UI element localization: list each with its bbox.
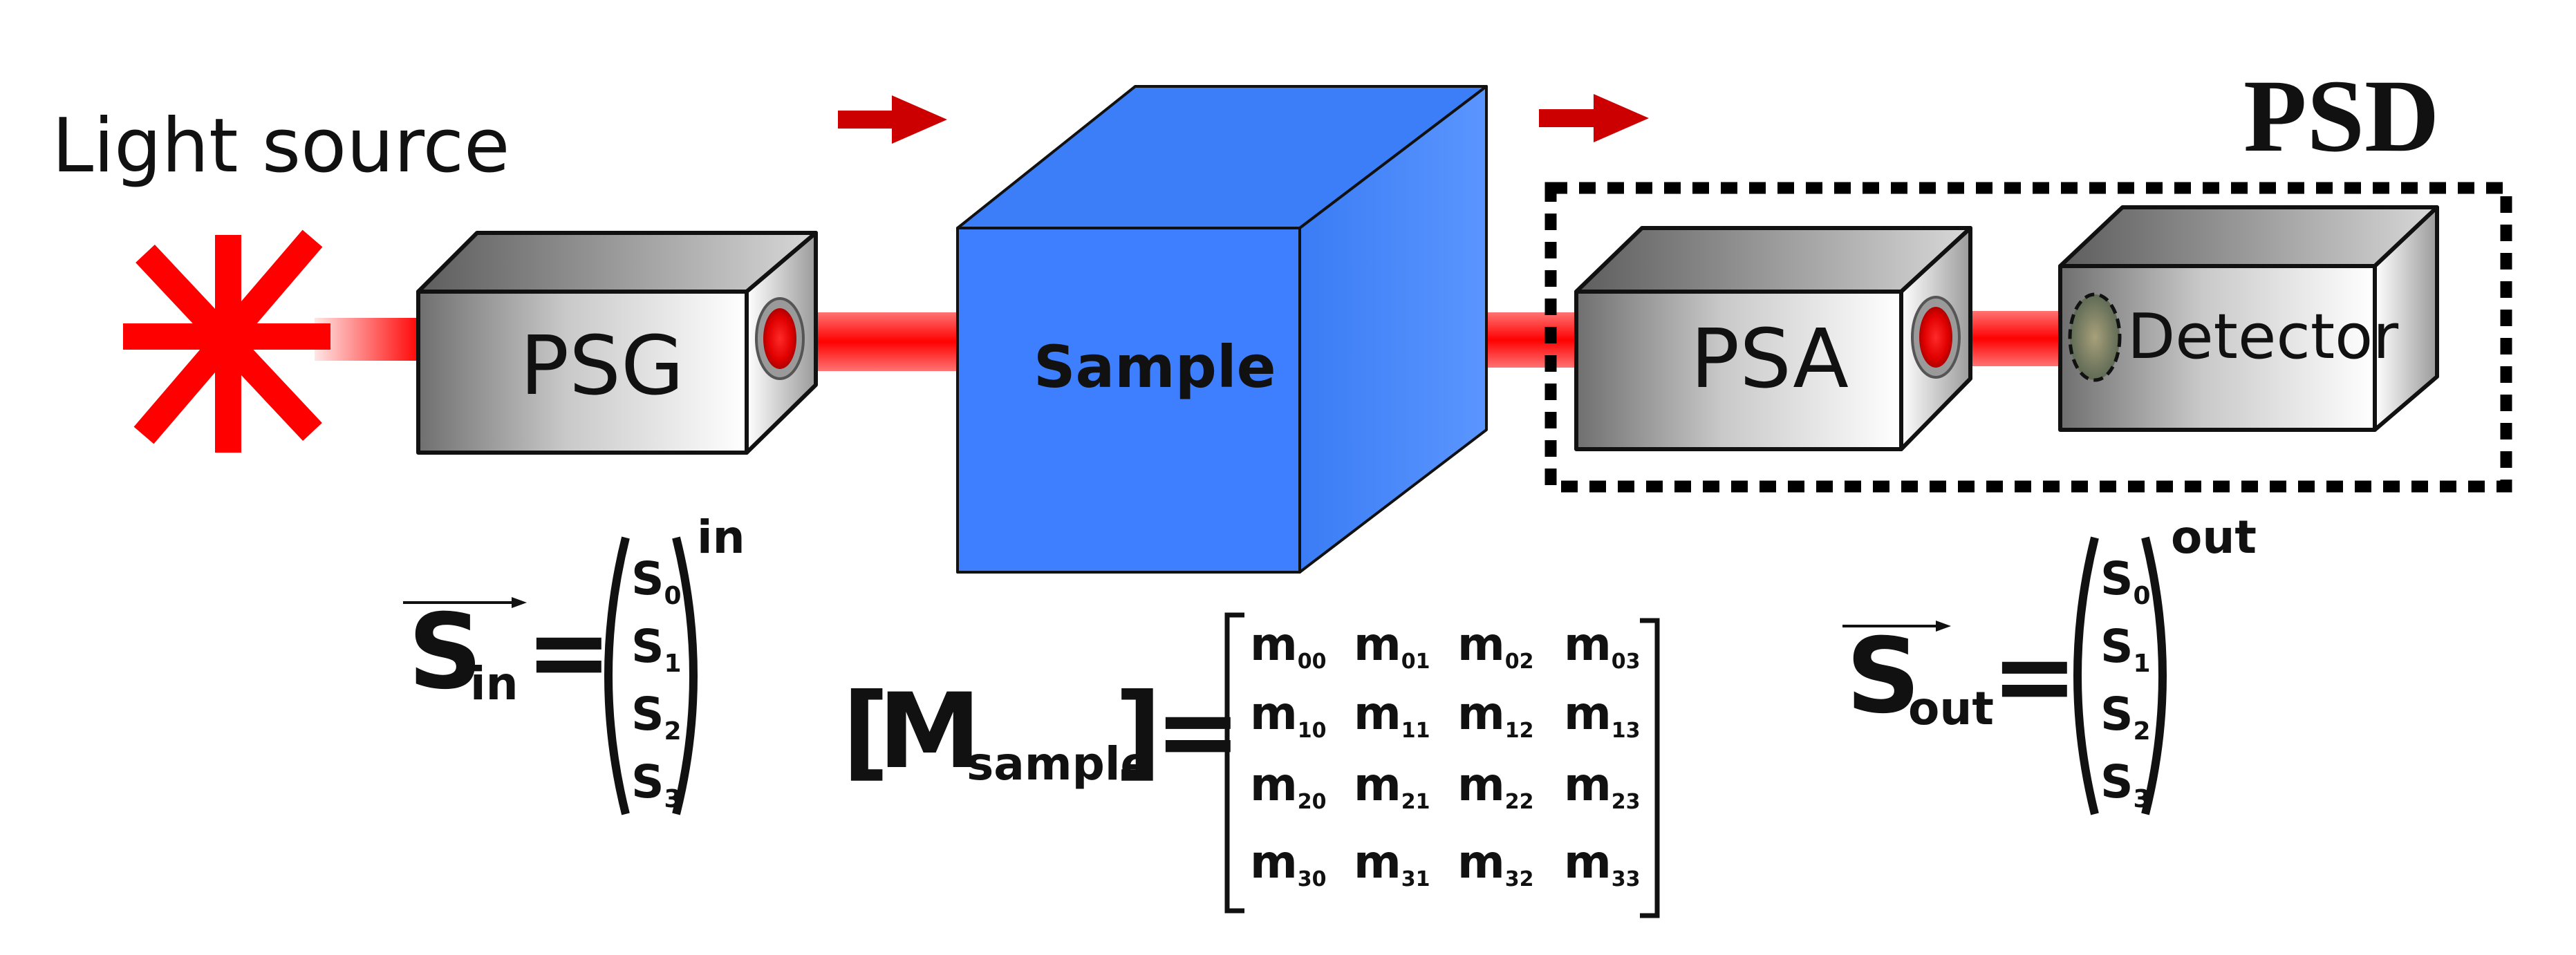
s-out-right-paren (2141, 536, 2167, 815)
matrix-element: m31 (1354, 835, 1430, 891)
psg-label: PSG (520, 318, 684, 413)
s-in-subscript: in (470, 657, 519, 710)
matrix-element: m02 (1457, 618, 1534, 674)
stokes-in-component: S0 (631, 552, 682, 610)
s-in-symbol: S (408, 592, 483, 712)
m-right-bracket: ] (1114, 672, 1162, 792)
psd-border (1544, 182, 2512, 493)
psa-box (1574, 226, 1972, 451)
detector-sensor-icon (2068, 292, 2122, 382)
direction-arrow-1 (838, 95, 947, 144)
m-sample-subscript: sample (967, 737, 1151, 791)
s-in-left-paren (604, 536, 630, 815)
matrix-element: m01 (1354, 618, 1430, 674)
m-sample-equation: [ M sample ] = (842, 612, 1660, 918)
matrix-element: m13 (1564, 687, 1641, 743)
s-in-equation: S in = in (403, 511, 745, 815)
s-out-symbol: S (1846, 616, 1921, 737)
m-left-bracket: [ (842, 672, 890, 792)
psg-box (416, 231, 818, 455)
matrix-element: m32 (1457, 835, 1534, 891)
matrix-element: m03 (1564, 618, 1641, 674)
s-out-superscript: out (2171, 511, 2257, 564)
sample-label: Sample (1034, 333, 1276, 401)
matrix-element: m33 (1564, 835, 1641, 891)
s-out-equals: = (1991, 616, 2078, 737)
matrix-element: m23 (1564, 758, 1641, 814)
s-out-subscript: out (1908, 682, 1994, 735)
s-out-equation: S out = out (1842, 511, 2257, 815)
matrix-element: m30 (1250, 835, 1327, 891)
stokes-out-component: S0 (2100, 552, 2151, 610)
matrix-element: m10 (1250, 687, 1327, 743)
s-out-left-paren (2073, 536, 2099, 815)
detector-label: Detector (2127, 301, 2398, 373)
s-in-equals: = (525, 592, 613, 712)
matrix-left-bracket (1224, 612, 1244, 914)
beam-source-to-psg (315, 318, 422, 361)
stokes-in-component: S2 (631, 688, 682, 746)
light-source-label: Light source (52, 103, 510, 189)
m-sample-symbol: M (878, 672, 981, 792)
stokes-in-component: S3 (631, 755, 682, 813)
stokes-out-component: S2 (2100, 688, 2151, 746)
stokes-out-component: S3 (2100, 755, 2151, 813)
matrix-element: m00 (1250, 618, 1327, 674)
light-source-star-icon (123, 229, 330, 453)
matrix-element: m22 (1457, 758, 1534, 814)
s-in-right-paren (672, 536, 698, 815)
psd-label: PSD (2243, 59, 2439, 173)
psa-lens-icon (1919, 307, 1952, 368)
direction-arrow-2 (1539, 94, 1649, 142)
matrix-element: m21 (1354, 758, 1430, 814)
s-in-superscript: in (697, 511, 745, 564)
psg-lens-icon (763, 308, 796, 369)
stokes-out-component: S1 (2100, 620, 2151, 678)
matrix-right-bracket (1640, 618, 1660, 918)
psa-label: PSA (1690, 311, 1849, 406)
matrix-element: m11 (1354, 687, 1430, 743)
matrix-element: m20 (1250, 758, 1327, 814)
sample-cube (956, 85, 1488, 574)
matrix-element: m12 (1457, 687, 1534, 743)
stokes-in-component: S1 (631, 620, 682, 678)
